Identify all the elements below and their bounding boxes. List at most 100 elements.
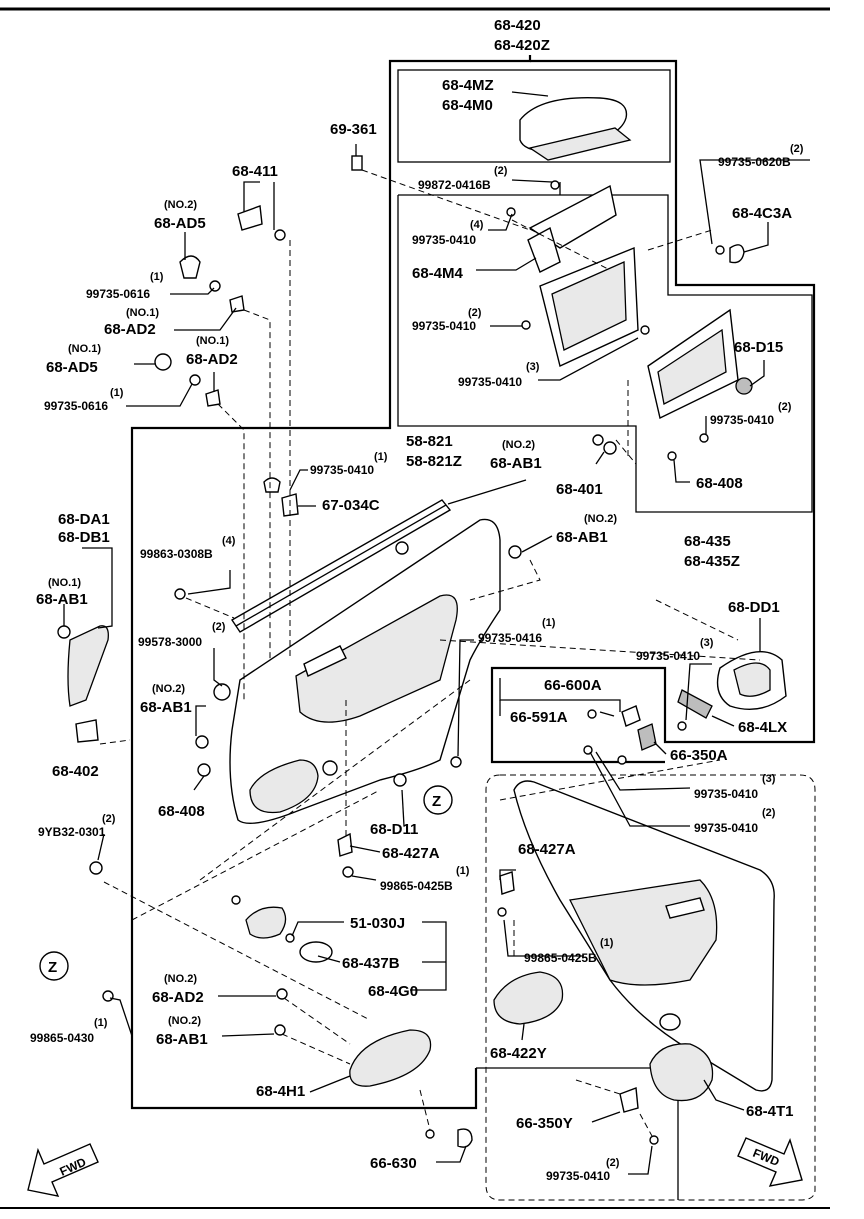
label-68-4lx: 68-4LX	[738, 719, 787, 736]
label-68-ab1: 68-AB1	[36, 591, 88, 608]
label-66-350y: 66-350Y	[516, 1115, 573, 1132]
label-68-dd1: 68-DD1	[728, 599, 780, 616]
qty-label: (2)	[494, 165, 508, 177]
label-68-ad5: 68-AD5	[46, 359, 98, 376]
label-99735-0616: 99735-0616	[44, 399, 108, 413]
qty-label: (1)	[94, 1017, 108, 1029]
leader-lines	[63, 91, 810, 1175]
label-99735-0410: 99735-0410	[636, 649, 700, 663]
armrest-pad	[519, 96, 632, 190]
label-68-4g0: 68-4G0	[368, 983, 418, 1000]
label-66-630: 66-630	[370, 1155, 417, 1172]
switch-panel-frame	[521, 246, 650, 367]
qty-label: (4)	[470, 219, 484, 231]
qty-label: (NO.2)	[164, 973, 197, 985]
label-68-ad2: 68-AD2	[104, 321, 156, 338]
label-58-821: 58-821	[406, 433, 453, 450]
qty-label: (2)	[762, 807, 776, 819]
part-labels: 68-420 68-420Z 68-4MZ 68-4M0 69-361 (2) …	[30, 17, 804, 1183]
qty-label: (1)	[374, 451, 388, 463]
label-68-402: 68-402	[52, 763, 99, 780]
qty-label: (2)	[102, 813, 116, 825]
qty-label: (NO.2)	[502, 439, 535, 451]
armrest-bracket	[506, 184, 617, 273]
label-99735-0620b: 99735-0620B	[718, 155, 791, 169]
label-99865-0430: 99865-0430	[30, 1031, 94, 1045]
label-99735-0410: 99735-0410	[710, 413, 774, 427]
qty-label: (NO.2)	[152, 683, 185, 695]
label-68-4h1: 68-4H1	[256, 1083, 305, 1100]
z-marker-label: Z	[432, 793, 441, 810]
label-68-ab1: 68-AB1	[556, 529, 608, 546]
label-68-4mz: 68-4MZ	[442, 77, 494, 94]
side-trim-68-da1	[57, 625, 109, 707]
qty-label: (1)	[456, 865, 470, 877]
label-68-4t1: 68-4T1	[746, 1103, 794, 1120]
qty-label: (2)	[778, 401, 792, 413]
qty-label: (2)	[790, 143, 804, 155]
label-68-408: 68-408	[696, 475, 743, 492]
label-68-435: 68-435	[684, 533, 731, 550]
label-99735-0416: 99735-0416	[478, 631, 542, 645]
bracket-68-411	[237, 205, 286, 241]
frame-rules	[0, 7, 830, 1209]
label-68-401: 68-401	[556, 481, 603, 498]
label-67-034c: 67-034C	[322, 497, 380, 514]
clip-68-402	[75, 719, 99, 743]
label-66-350a: 66-350A	[670, 747, 728, 764]
qty-label: (1)	[542, 617, 556, 629]
assembly-outlines	[130, 55, 816, 1201]
qty-label: (NO.1)	[196, 335, 229, 347]
label-68-ab1: 68-AB1	[140, 699, 192, 716]
label-68-ab1: 68-AB1	[156, 1031, 208, 1048]
label-68-427a: 68-427A	[382, 845, 440, 862]
label-68-d11: 68-D11	[370, 821, 418, 838]
door-trim-panel	[229, 518, 501, 825]
qty-label: (1)	[150, 271, 164, 283]
label-68-437b: 68-437B	[342, 955, 400, 972]
label-99863-0308b: 99863-0308B	[140, 547, 213, 561]
lower-left-parts	[102, 895, 473, 1148]
qty-label: (NO.1)	[68, 343, 101, 355]
label-68-4m0: 68-4M0	[442, 97, 493, 114]
inner-handle-bezel	[677, 651, 787, 731]
clips-left	[154, 255, 299, 517]
label-9yb32-0301: 9YB32-0301	[38, 825, 106, 839]
label-68-ab1: 68-AB1	[490, 455, 542, 472]
label-99735-0410: 99735-0410	[412, 319, 476, 333]
label-68-ad2: 68-AD2	[186, 351, 238, 368]
label-68-d15: 68-D15	[734, 339, 783, 356]
label-58-821z: 58-821Z	[406, 453, 462, 470]
label-99578-3000: 99578-3000	[138, 635, 202, 649]
qty-label: (3)	[700, 637, 714, 649]
qty-label: (2)	[468, 307, 482, 319]
label-68-427a: 68-427A	[518, 841, 576, 858]
qty-label: (2)	[606, 1157, 620, 1169]
clip-69-361	[351, 155, 531, 231]
qty-label: (1)	[110, 387, 124, 399]
label-68-ad5: 68-AD5	[154, 215, 206, 232]
qty-label: (NO.1)	[48, 577, 81, 589]
label-99735-0410: 99735-0410	[310, 463, 374, 477]
rear-door-trim-panel	[493, 780, 775, 1145]
qty-label: (NO.1)	[126, 307, 159, 319]
fwd-arrow-left	[27, 1143, 99, 1197]
label-68-420: 68-420	[494, 17, 541, 34]
label-99735-0616: 99735-0616	[86, 287, 150, 301]
qty-label: (NO.2)	[164, 199, 197, 211]
fwd-arrow-right	[737, 1137, 803, 1187]
label-68-ad2: 68-AD2	[152, 989, 204, 1006]
label-68-4m4: 68-4M4	[412, 265, 464, 282]
label-66-600a: 66-600A	[544, 677, 602, 694]
switch-bezel	[647, 308, 753, 461]
label-68-db1: 68-DB1	[58, 529, 110, 546]
label-68-4c3a: 68-4C3A	[732, 205, 792, 222]
qty-label: (NO.2)	[168, 1015, 201, 1027]
z-markers	[39, 785, 453, 981]
label-68-411: 68-411	[232, 163, 278, 180]
label-99735-0410: 99735-0410	[694, 787, 758, 801]
switch-66-350a	[583, 705, 657, 765]
label-51-030j: 51-030J	[350, 915, 405, 932]
qty-label: (1)	[600, 937, 614, 949]
